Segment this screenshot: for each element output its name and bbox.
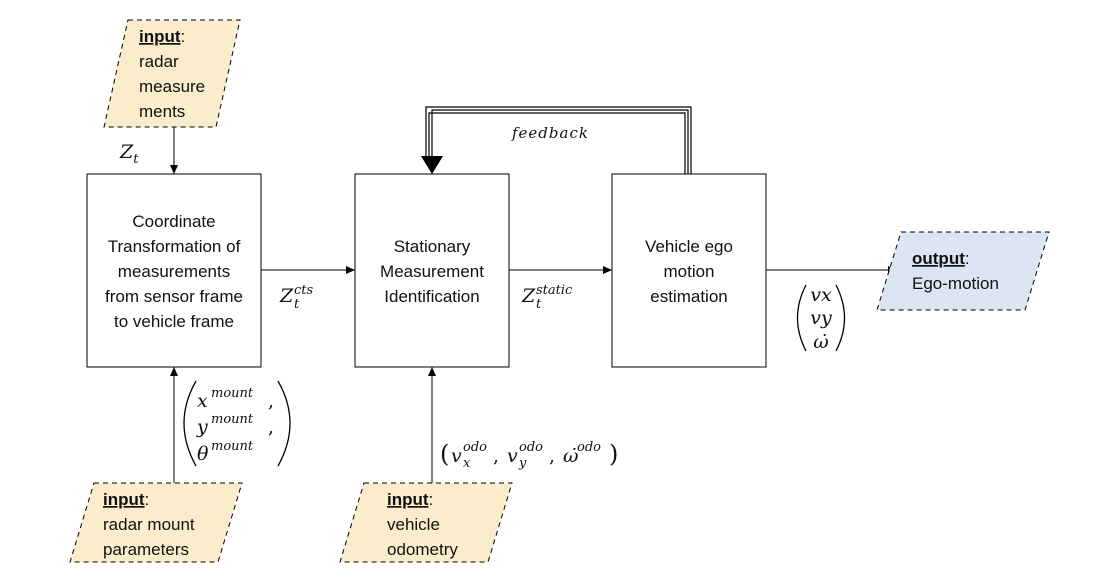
input-odometry-shape <box>339 482 513 563</box>
label-z-t: Zt <box>119 141 139 167</box>
box-stationary-line-3: Identification <box>384 287 479 306</box>
output-shape <box>876 231 1050 311</box>
odo-close-paren: ) <box>609 440 618 468</box>
box-ego-line-2: motion <box>663 262 714 281</box>
svg-text:output:: output: <box>912 249 970 268</box>
output-line-1: Ego-motion <box>912 274 999 293</box>
box-coordinate-transformation: Coordinate Transformation of measurement… <box>86 173 262 368</box>
label-z-cts-sup: cts <box>294 283 314 298</box>
box-transform-line-4: from sensor frame <box>105 287 243 306</box>
output-colon: : <box>965 249 970 268</box>
odo-vy-sub: y <box>518 456 527 471</box>
input-vehicle-odometry: input: vehicle odometry <box>339 482 513 563</box>
input-mount-shape <box>69 482 243 563</box>
output-vector: vx vy ω̇ <box>796 284 846 353</box>
odo-omega-dot: ω̇ <box>563 445 579 467</box>
odometry-vector: ( v odo x , v odo y , ω̇ odo ) <box>440 440 618 471</box>
input-mount-line-2: parameters <box>103 540 189 559</box>
svg-text:input:: input: <box>387 490 433 509</box>
label-z-static-sup: static <box>536 283 573 298</box>
label-z-cts-sub: t <box>294 297 300 312</box>
input-radar-colon: : <box>181 27 186 46</box>
input-radar-line-2: measure <box>139 77 205 96</box>
mount-theta: θ <box>197 443 209 465</box>
odo-vy: v <box>507 445 518 467</box>
input-odometry-keyword: input <box>387 490 429 509</box>
odo-omega-sup: odo <box>577 440 601 455</box>
label-feedback: feedback <box>511 124 589 142</box>
box-ego-rect <box>611 173 767 368</box>
odo-vy-sup: odo <box>519 440 543 455</box>
input-radar-line-3: ments <box>139 102 185 121</box>
input-odometry-line-1: vehicle <box>387 515 440 534</box>
output-vector-vy: vy <box>810 307 832 329</box>
output-vector-omega-dot: ω̇ <box>813 331 829 353</box>
mount-x: x <box>197 390 208 412</box>
box-ego-line-3: estimation <box>650 287 727 306</box>
box-transform-line-2: Transformation of <box>108 237 241 256</box>
output-vector-vx: vx <box>810 284 832 306</box>
mount-theta-sup: mount <box>211 439 254 454</box>
input-odometry-line-2: odometry <box>387 540 458 559</box>
mount-vector: x mount , y mount , θ mount <box>183 380 291 467</box>
box-stationary-line-2: Measurement <box>380 262 484 281</box>
input-mount-keyword: input <box>103 490 145 509</box>
feedback-arrow <box>421 106 692 174</box>
mount-y-comma: , <box>268 416 274 438</box>
box-transform-line-5: to vehicle frame <box>114 312 234 331</box>
box-transform-line-1: Coordinate <box>132 212 215 231</box>
label-z-static: Z <box>521 285 536 307</box>
odo-vx-sub: x <box>463 456 471 471</box>
box-transform-rect <box>86 173 262 368</box>
odo-vy-comma: , <box>549 445 555 467</box>
odo-vx-sup: odo <box>463 440 487 455</box>
input-radar-line-1: radar <box>139 52 179 71</box>
input-mount-colon: : <box>145 490 150 509</box>
mount-x-sup: mount <box>211 386 254 401</box>
input-odometry-colon: : <box>429 490 434 509</box>
input-radar-measurements: input: radar measure ments <box>103 19 241 128</box>
odo-vx-comma: , <box>493 445 499 467</box>
mount-y-sup: mount <box>211 412 254 427</box>
odo-vx: v <box>451 445 462 467</box>
box-stationary-line-1: Stationary <box>394 237 471 256</box>
box-ego-line-1: Vehicle ego <box>645 237 733 256</box>
mount-x-comma: , <box>268 390 274 412</box>
output-ego-motion: output: Ego-motion <box>876 231 1050 311</box>
input-radar-mount-parameters: input: radar mount parameters <box>69 482 243 563</box>
label-z-cts: Z <box>279 285 294 307</box>
svg-text:input:: input: <box>103 490 149 509</box>
svg-text:input:: input: <box>139 27 185 46</box>
box-transform-line-3: measurements <box>118 262 230 281</box>
odo-open-paren: ( <box>440 440 449 468</box>
mount-y: y <box>196 416 208 438</box>
box-ego-motion-estimation: Vehicle ego motion estimation <box>611 173 767 368</box>
input-radar-keyword: input <box>139 27 181 46</box>
box-stationary-identification: Stationary Measurement Identification <box>354 173 510 368</box>
input-radar-shape <box>103 19 241 128</box>
label-z-static-sub: t <box>536 297 542 312</box>
output-keyword: output <box>912 249 965 268</box>
input-mount-line-1: radar mount <box>103 515 195 534</box>
